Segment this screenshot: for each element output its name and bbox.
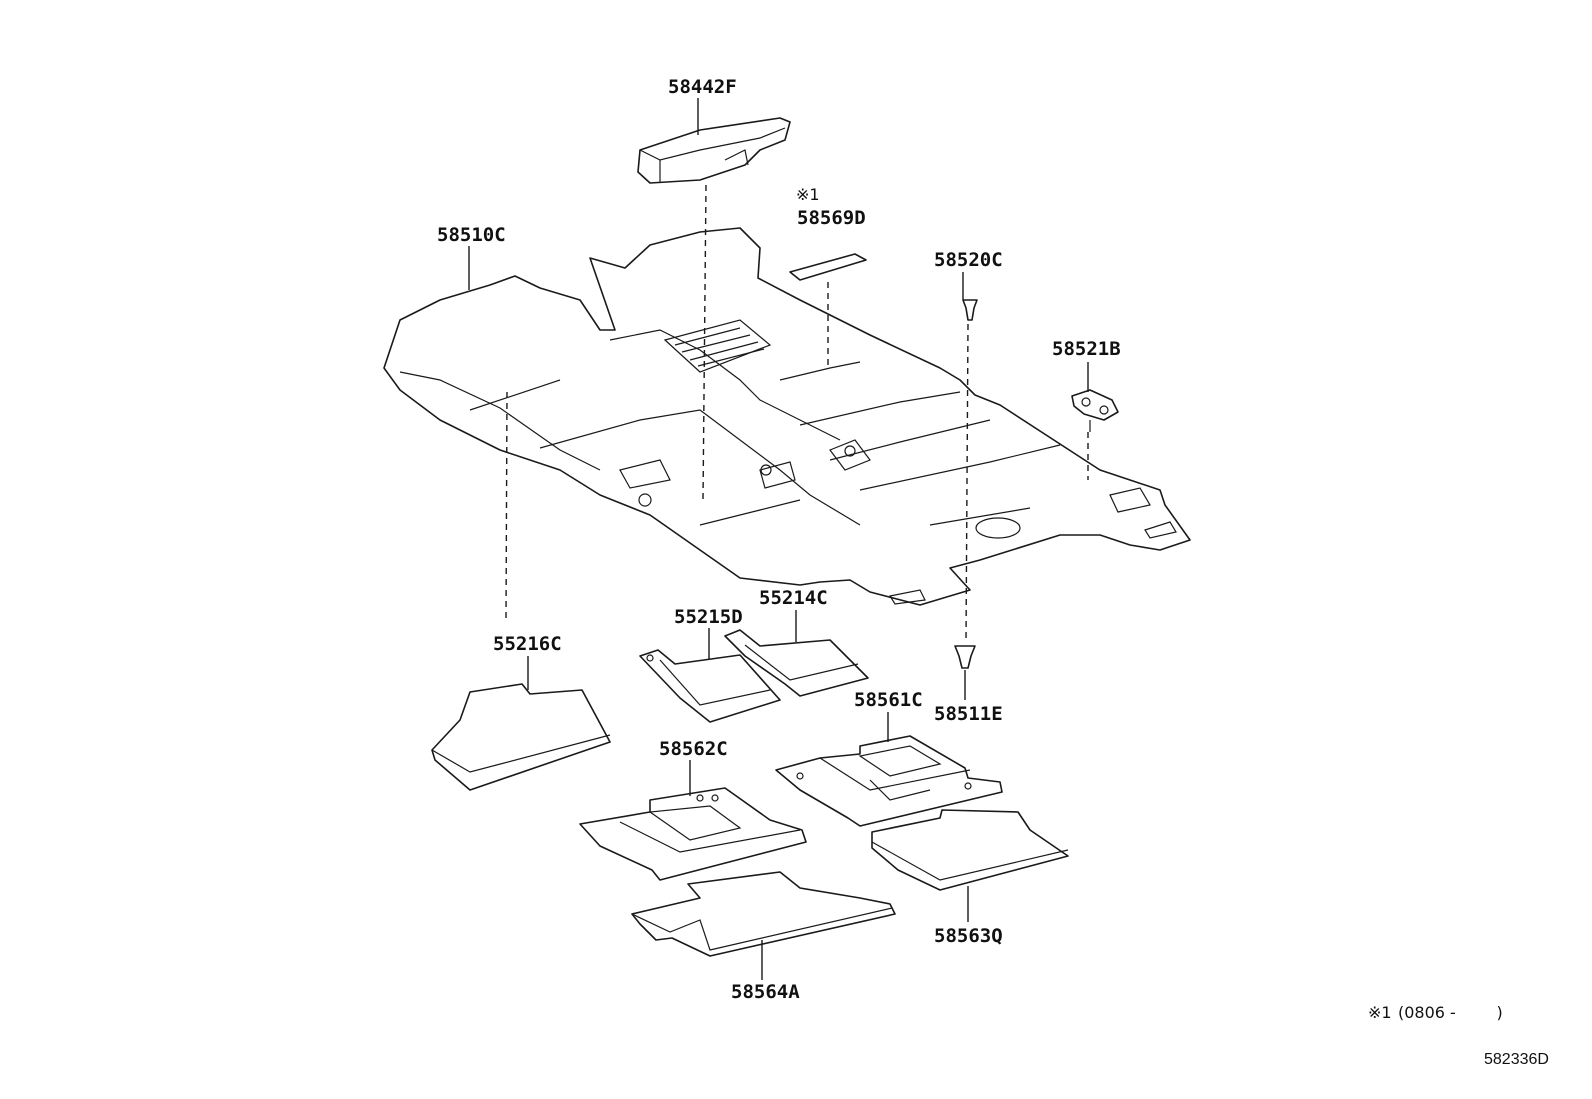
part-58561C[interactable] [775,735,1003,827]
part-58511E-clip[interactable] [954,645,976,669]
label-58510C: 58510C [437,224,506,246]
footnote-mark: ※1 [1368,1003,1392,1022]
part-58569D-strip[interactable] [789,253,867,281]
leader-lines [468,98,1089,980]
label-55215D: 55215D [674,606,743,628]
part-58510C-floor-carpet[interactable] [383,227,1191,606]
label-58569D: 58569D [797,207,866,229]
label-55216C: 55216C [493,633,562,655]
label-58561C: 58561C [854,689,923,711]
part-55216C[interactable] [431,683,611,791]
part-58520C-clip[interactable] [962,299,978,321]
part-58442F-console-cover[interactable] [637,117,791,184]
part-58521B-bracket[interactable] [1071,389,1119,432]
label-55214C: 55214C [759,587,828,609]
label-58521B: 58521B [1052,338,1121,360]
part-58563Q[interactable] [871,809,1069,891]
diagram-code: 582336D [1484,1051,1549,1068]
part-58562C[interactable] [579,787,807,881]
label-58442F: 58442F [668,76,737,98]
part-labels: 58442F 58510C ※1 58569D 58520C 58521B 55… [437,76,1121,1003]
label-58563Q: 58563Q [934,925,1003,947]
label-58511E: 58511E [934,703,1003,725]
part-55214C[interactable] [724,629,869,697]
label-58520C: 58520C [934,249,1003,271]
assembly-dashed-lines [505,184,1089,641]
part-55215D[interactable] [639,649,781,723]
label-58569D-note: ※1 [796,185,820,204]
label-58564A: 58564A [731,981,800,1003]
part-58564A[interactable] [631,871,896,957]
footnote-text: (0806 - ) [1398,1003,1503,1022]
label-58562C: 58562C [659,738,728,760]
